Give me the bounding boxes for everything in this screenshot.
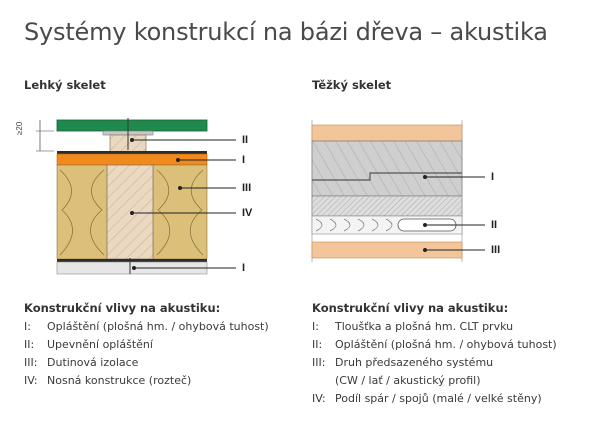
top-plaster [311,124,463,142]
insulation-right [152,164,208,260]
right-legend: I:Tloušťka a plošná hm. CLT prvku II:Opl… [312,318,557,408]
legend-item: IV:Nosná konstrukce (rozteč) [24,374,192,387]
callout-left-I-bottom: I [242,262,246,274]
legend-item: III:Druh předsazeného systému [312,356,494,369]
legend-item: (CW / lať / akustický profil) [335,374,481,387]
dimension-label: ≥20 [15,121,24,135]
clt-panel [311,140,463,197]
right-legend-title: Konstrukční vlivy na akustiku: [312,301,509,315]
callout-left-II: II [242,134,249,146]
callout-left-I-top: I [242,154,246,166]
legend-item: I:Tloušťka a plošná hm. CLT prvku [312,320,514,333]
insulation-left [56,164,108,260]
heavy-frame-diagram [311,120,485,262]
orange-board [56,153,208,166]
left-heading: Lehký skelet [24,78,106,92]
green-board [56,119,208,132]
callout-left-III: III [242,182,252,194]
legend-item: I:Opláštění (plošná hm. / ohybová tuhost… [24,320,269,333]
callout-right-II: II [491,219,498,231]
callout-right-I: I [491,171,495,183]
legend-item: II:Upevnění opláštění [24,338,153,351]
callout-right-III: III [491,244,501,256]
page-title: Systémy konstrukcí na bázi dřeva – akust… [24,18,548,46]
right-heading: Těžký skelet [312,78,392,92]
legend-item: IV:Podíl spár / spojů (malé / velké stěn… [312,392,542,405]
wooden-stud [106,164,154,260]
left-legend: I:Opláštění (plošná hm. / ohybová tuhost… [24,318,269,390]
left-legend-title: Konstrukční vlivy na akustiku: [24,301,221,315]
legend-item: III:Dutinová izolace [24,356,139,369]
insulation-layer [311,195,463,217]
legend-item: II:Opláštění (plošná hm. / ohybová tuhos… [312,338,557,351]
callout-left-IV: IV [242,207,253,219]
light-frame-diagram [36,118,236,275]
